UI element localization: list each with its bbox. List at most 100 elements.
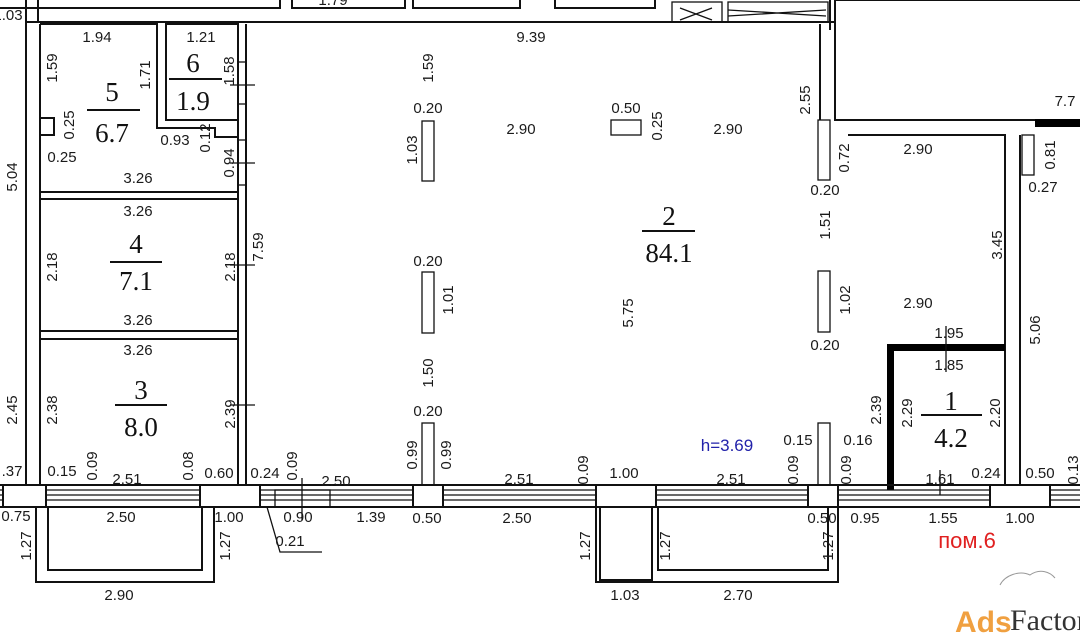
dimension-label: 3.26: [123, 312, 152, 329]
dimension-label: 2.45: [4, 395, 21, 424]
room-dividers: [87, 78, 982, 416]
dimension-label: 1.50: [420, 358, 437, 387]
dimension-label: 1.95: [934, 325, 963, 342]
dimension-label: 1.85: [934, 357, 963, 374]
dimension-label: 3.26: [123, 170, 152, 187]
dimension-label: 2.55: [797, 85, 814, 114]
dimension-label: 2.70: [723, 587, 752, 604]
dimension-label: .37: [2, 463, 23, 480]
dimension-label: 2.90: [903, 141, 932, 158]
dimension-label: 0.09: [284, 451, 301, 480]
dimension-label: 2.90: [506, 121, 535, 138]
dimension-label: 5.75: [620, 298, 637, 327]
dimension-label: 2.39: [868, 395, 885, 424]
dimension-label: 1.01: [440, 285, 457, 314]
room-area: 1.9: [176, 86, 210, 116]
dimension-label: 0.93: [160, 132, 189, 149]
dimension-label: 1.03: [610, 587, 639, 604]
dimension-label: 0.90: [283, 509, 312, 526]
room-area: 4.2: [934, 423, 968, 453]
dimension-label: 2.50: [106, 509, 135, 526]
room-number: 2: [662, 201, 676, 231]
dimension-label: 1.27: [18, 531, 35, 560]
dimension-label: 1.00: [214, 509, 243, 526]
dimension-label: 0.81: [1042, 140, 1059, 169]
dimension-label: 2.90: [903, 295, 932, 312]
dimension-label: 1.55: [928, 510, 957, 527]
room-number: 1: [944, 386, 958, 416]
dimension-label: 2.90: [104, 587, 133, 604]
dimension-label: 0.12: [197, 123, 214, 152]
dimension-label: 1.59: [420, 53, 437, 82]
dimension-label: 1.03: [0, 7, 23, 24]
room-area: 84.1: [645, 238, 692, 268]
dimension-label: 0.09: [575, 455, 592, 484]
room-labels: 5 6.7 6 1.9 4 7.1 3 8.0 2 84.1 1 4.2: [95, 48, 968, 453]
dimension-label: 2.50: [321, 473, 350, 490]
dimension-label: 0.20: [413, 403, 442, 420]
dimension-label: 1.59: [44, 53, 61, 82]
room-area: 7.1: [119, 266, 153, 296]
room-number: 4: [129, 229, 143, 259]
dimension-label: 0.20: [810, 337, 839, 354]
dimension-label: 0.21: [275, 533, 304, 550]
dimension-label: 0.72: [836, 143, 853, 172]
dimension-label: 2.50: [502, 510, 531, 527]
room-area: 6.7: [95, 118, 129, 148]
dimension-label: 0.24: [250, 465, 279, 482]
dimension-label: 0.09: [838, 455, 855, 484]
dimension-label: 1.02: [837, 285, 854, 314]
dimension-label: 0.20: [413, 253, 442, 270]
dimension-label: 1.71: [137, 60, 154, 89]
dimension-label: 1.00: [1005, 510, 1034, 527]
watermark-part1: Ads: [955, 606, 1012, 637]
room-number: 5: [105, 77, 119, 107]
dimension-label: 1.27: [820, 531, 837, 560]
watermark-part2: Factory: [1010, 604, 1080, 637]
dimension-label: 1.58: [221, 56, 238, 85]
dimension-label: 1.03: [404, 135, 421, 164]
dimension-label: 0.75: [1, 508, 30, 525]
dimension-label: 0.20: [810, 182, 839, 199]
dimension-label: 0.94: [221, 148, 238, 177]
dimension-label: 0.99: [404, 440, 421, 469]
dimension-label: 0.25: [61, 110, 78, 139]
dimension-label: 2.20: [987, 398, 1004, 427]
dimension-label: 0.99: [438, 440, 455, 469]
dimension-label: 2.51: [716, 471, 745, 488]
dimension-label: 1.79: [318, 0, 347, 9]
dimension-label: 1.61: [925, 471, 954, 488]
premises-label: пом.6: [938, 528, 996, 553]
watermark-logo: Ads Factory: [955, 570, 1080, 637]
dimension-label: 1.27: [657, 531, 674, 560]
dimension-labels: 1.031.941.211.591.711.580.250.930.120.25…: [0, 0, 1080, 604]
room-number: 6: [186, 48, 200, 78]
dimension-label: 1.27: [577, 531, 594, 560]
dimension-label: 0.50: [412, 510, 441, 527]
dimension-label: 2.38: [44, 395, 61, 424]
dimension-label: 1.51: [817, 210, 834, 239]
dimension-label: 0.27: [1028, 179, 1057, 196]
dimension-label: 9.39: [516, 29, 545, 46]
dimension-label: 5.04: [4, 162, 21, 191]
dimension-label: 2.51: [112, 471, 141, 488]
dimension-label: 1.94: [82, 29, 111, 46]
dimension-label: 7.7: [1055, 93, 1076, 110]
dimension-label: 1.39: [356, 509, 385, 526]
dimension-label: 3.45: [989, 230, 1006, 259]
dimension-label: 1.27: [217, 531, 234, 560]
dimension-label: 0.50: [807, 510, 836, 527]
ceiling-height-label: h=3.69: [701, 436, 753, 455]
dimension-label: 0.50: [611, 100, 640, 117]
dimension-label: 0.16: [843, 432, 872, 449]
dimension-label: 0.09: [785, 455, 802, 484]
dimension-label: 2.18: [44, 252, 61, 281]
room-area: 8.0: [124, 412, 158, 442]
room-number: 3: [134, 375, 148, 405]
dimension-label: 2.29: [899, 398, 916, 427]
dimension-label: 0.09: [84, 451, 101, 480]
dimension-label: 3.26: [123, 203, 152, 220]
dimension-label: 0.20: [413, 100, 442, 117]
dimension-label: 0.25: [47, 149, 76, 166]
